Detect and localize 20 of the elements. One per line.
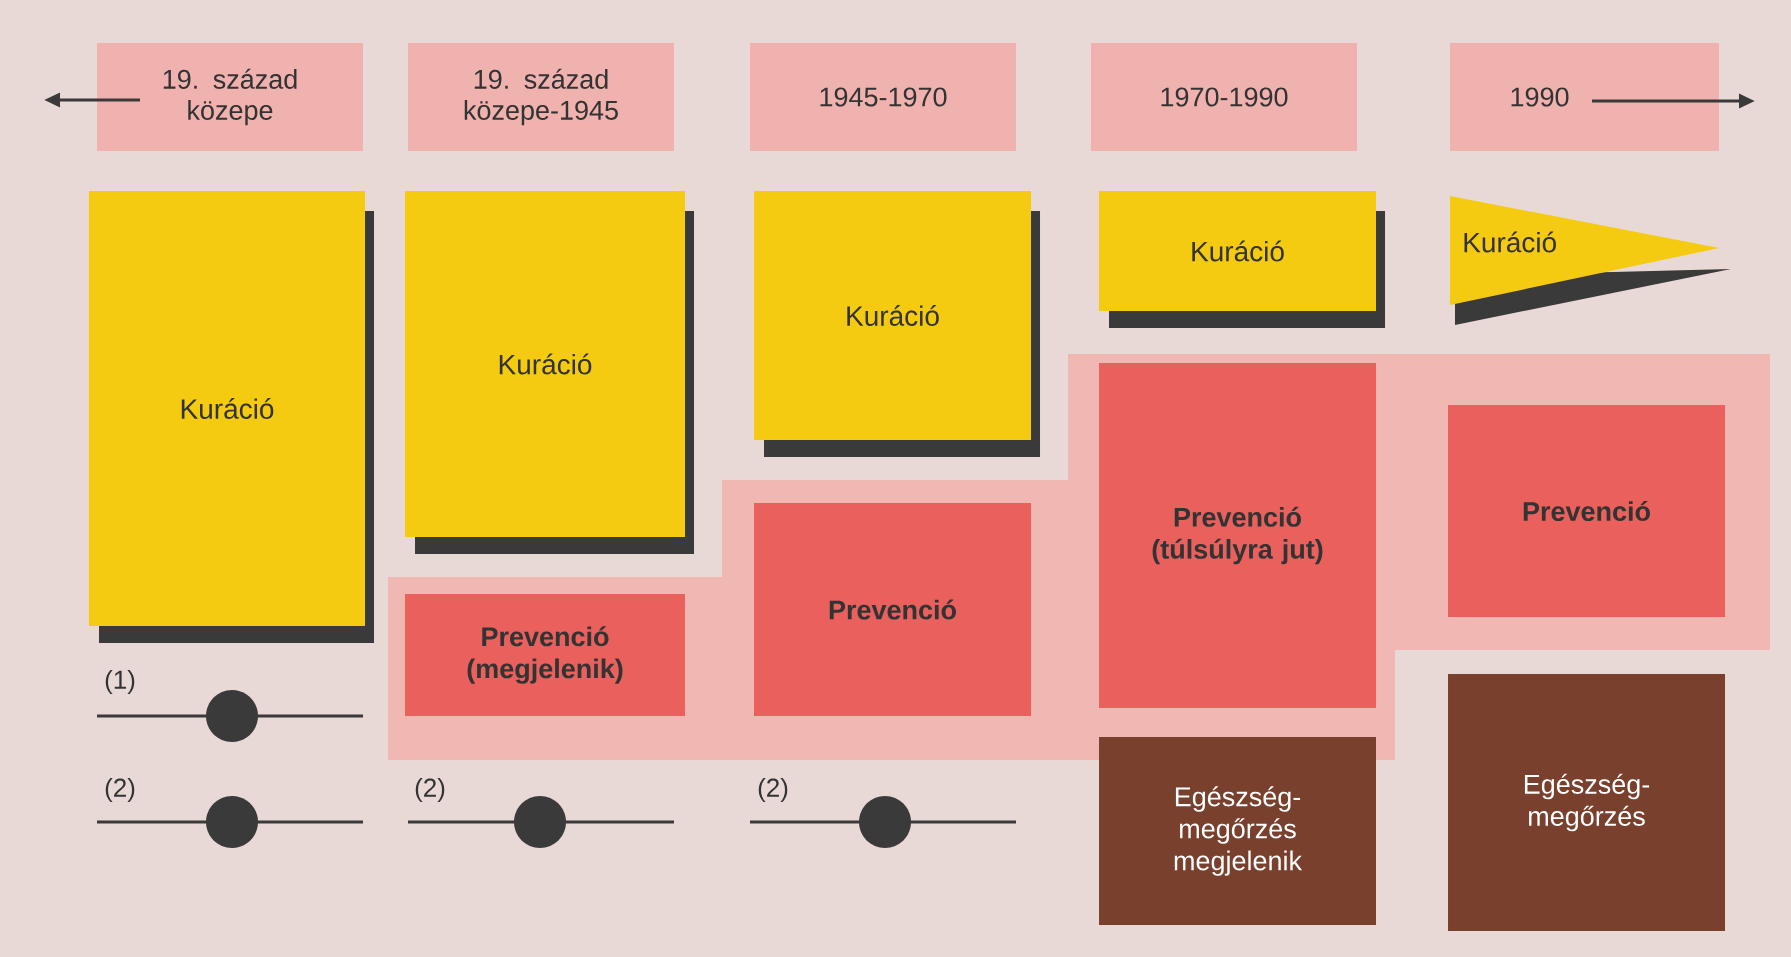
- period-box: 19. század közepe: [97, 43, 363, 151]
- period-box: 1945-1970: [750, 43, 1016, 151]
- health-box: Egészség-megőrzés: [1448, 674, 1725, 931]
- item-number: (2): [105, 777, 135, 803]
- curation-box: Kuráció: [89, 191, 374, 643]
- prevention-box: Prevenció: [1448, 405, 1725, 617]
- item-number: (2): [415, 777, 445, 803]
- curation-wedge: Kuráció: [1450, 196, 1731, 325]
- item-number: (2): [758, 777, 788, 803]
- health-box: Egészség-megőrzés megjelenik: [1099, 737, 1376, 925]
- period-box: 1990: [1450, 43, 1719, 151]
- period-box: 1970-1990: [1091, 43, 1357, 151]
- prevention-box: Prevenció (túlsúlyra jut): [1099, 363, 1376, 708]
- curation-box: Kuráció: [1099, 191, 1385, 328]
- curation-box: Kuráció: [754, 191, 1040, 457]
- prevention-box: Prevenció (megjelenik): [405, 594, 685, 716]
- item-number: (1): [105, 669, 135, 695]
- period-box: 19. század közepe-1945: [408, 43, 674, 151]
- curation-box: Kuráció: [405, 191, 694, 554]
- prevention-box: Prevenció: [754, 503, 1031, 716]
